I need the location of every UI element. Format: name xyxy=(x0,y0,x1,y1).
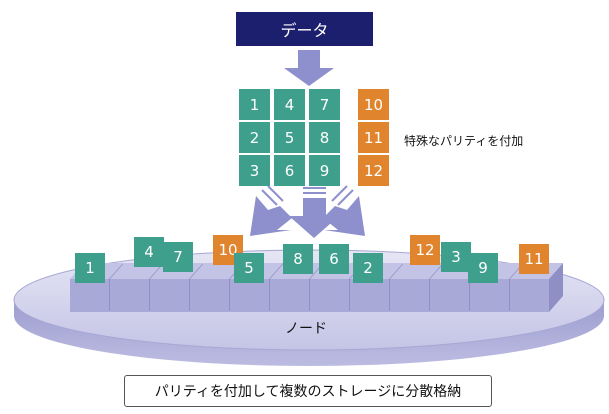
data-tile-8: 8 xyxy=(309,122,340,153)
placed-tile-12: 12 xyxy=(410,235,440,265)
placed-tile-8: 8 xyxy=(283,244,313,274)
placed-tile-4: 4 xyxy=(134,237,164,267)
data-tile-4: 4 xyxy=(274,89,305,120)
placed-tile-6: 6 xyxy=(319,244,349,274)
data-tile-7: 7 xyxy=(309,89,340,120)
placed-tile-9: 9 xyxy=(468,253,498,283)
data-tile-9: 9 xyxy=(309,155,340,186)
placed-tile-11: 11 xyxy=(519,244,549,274)
data-tile-5: 5 xyxy=(274,122,305,153)
parity-label: 特殊なパリティを付加 xyxy=(404,134,524,148)
caption-text: パリティを付加して複数のストレージに分散格納 xyxy=(154,384,462,400)
data-header: データ xyxy=(236,12,373,46)
node-label: ノード xyxy=(285,321,327,337)
parity-tile-11: 11 xyxy=(358,122,389,153)
data-tile-3: 3 xyxy=(239,155,270,186)
placed-tile-3: 3 xyxy=(441,242,471,272)
parity-tile-12: 12 xyxy=(358,155,389,186)
placed-tile-5: 5 xyxy=(234,253,264,283)
data-tile-6: 6 xyxy=(274,155,305,186)
placed-tile-1: 1 xyxy=(75,253,105,283)
placed-tile-2: 2 xyxy=(353,253,383,283)
placed-tile-7: 7 xyxy=(163,242,193,272)
caption-box: パリティを付加して複数のストレージに分散格納 xyxy=(124,375,492,407)
down-arrow-icon xyxy=(284,50,334,86)
parity-tile-10: 10 xyxy=(358,89,389,120)
data-tile-1: 1 xyxy=(239,89,270,120)
distribute-arrows-icon xyxy=(250,185,365,238)
data-tile-2: 2 xyxy=(239,122,270,153)
